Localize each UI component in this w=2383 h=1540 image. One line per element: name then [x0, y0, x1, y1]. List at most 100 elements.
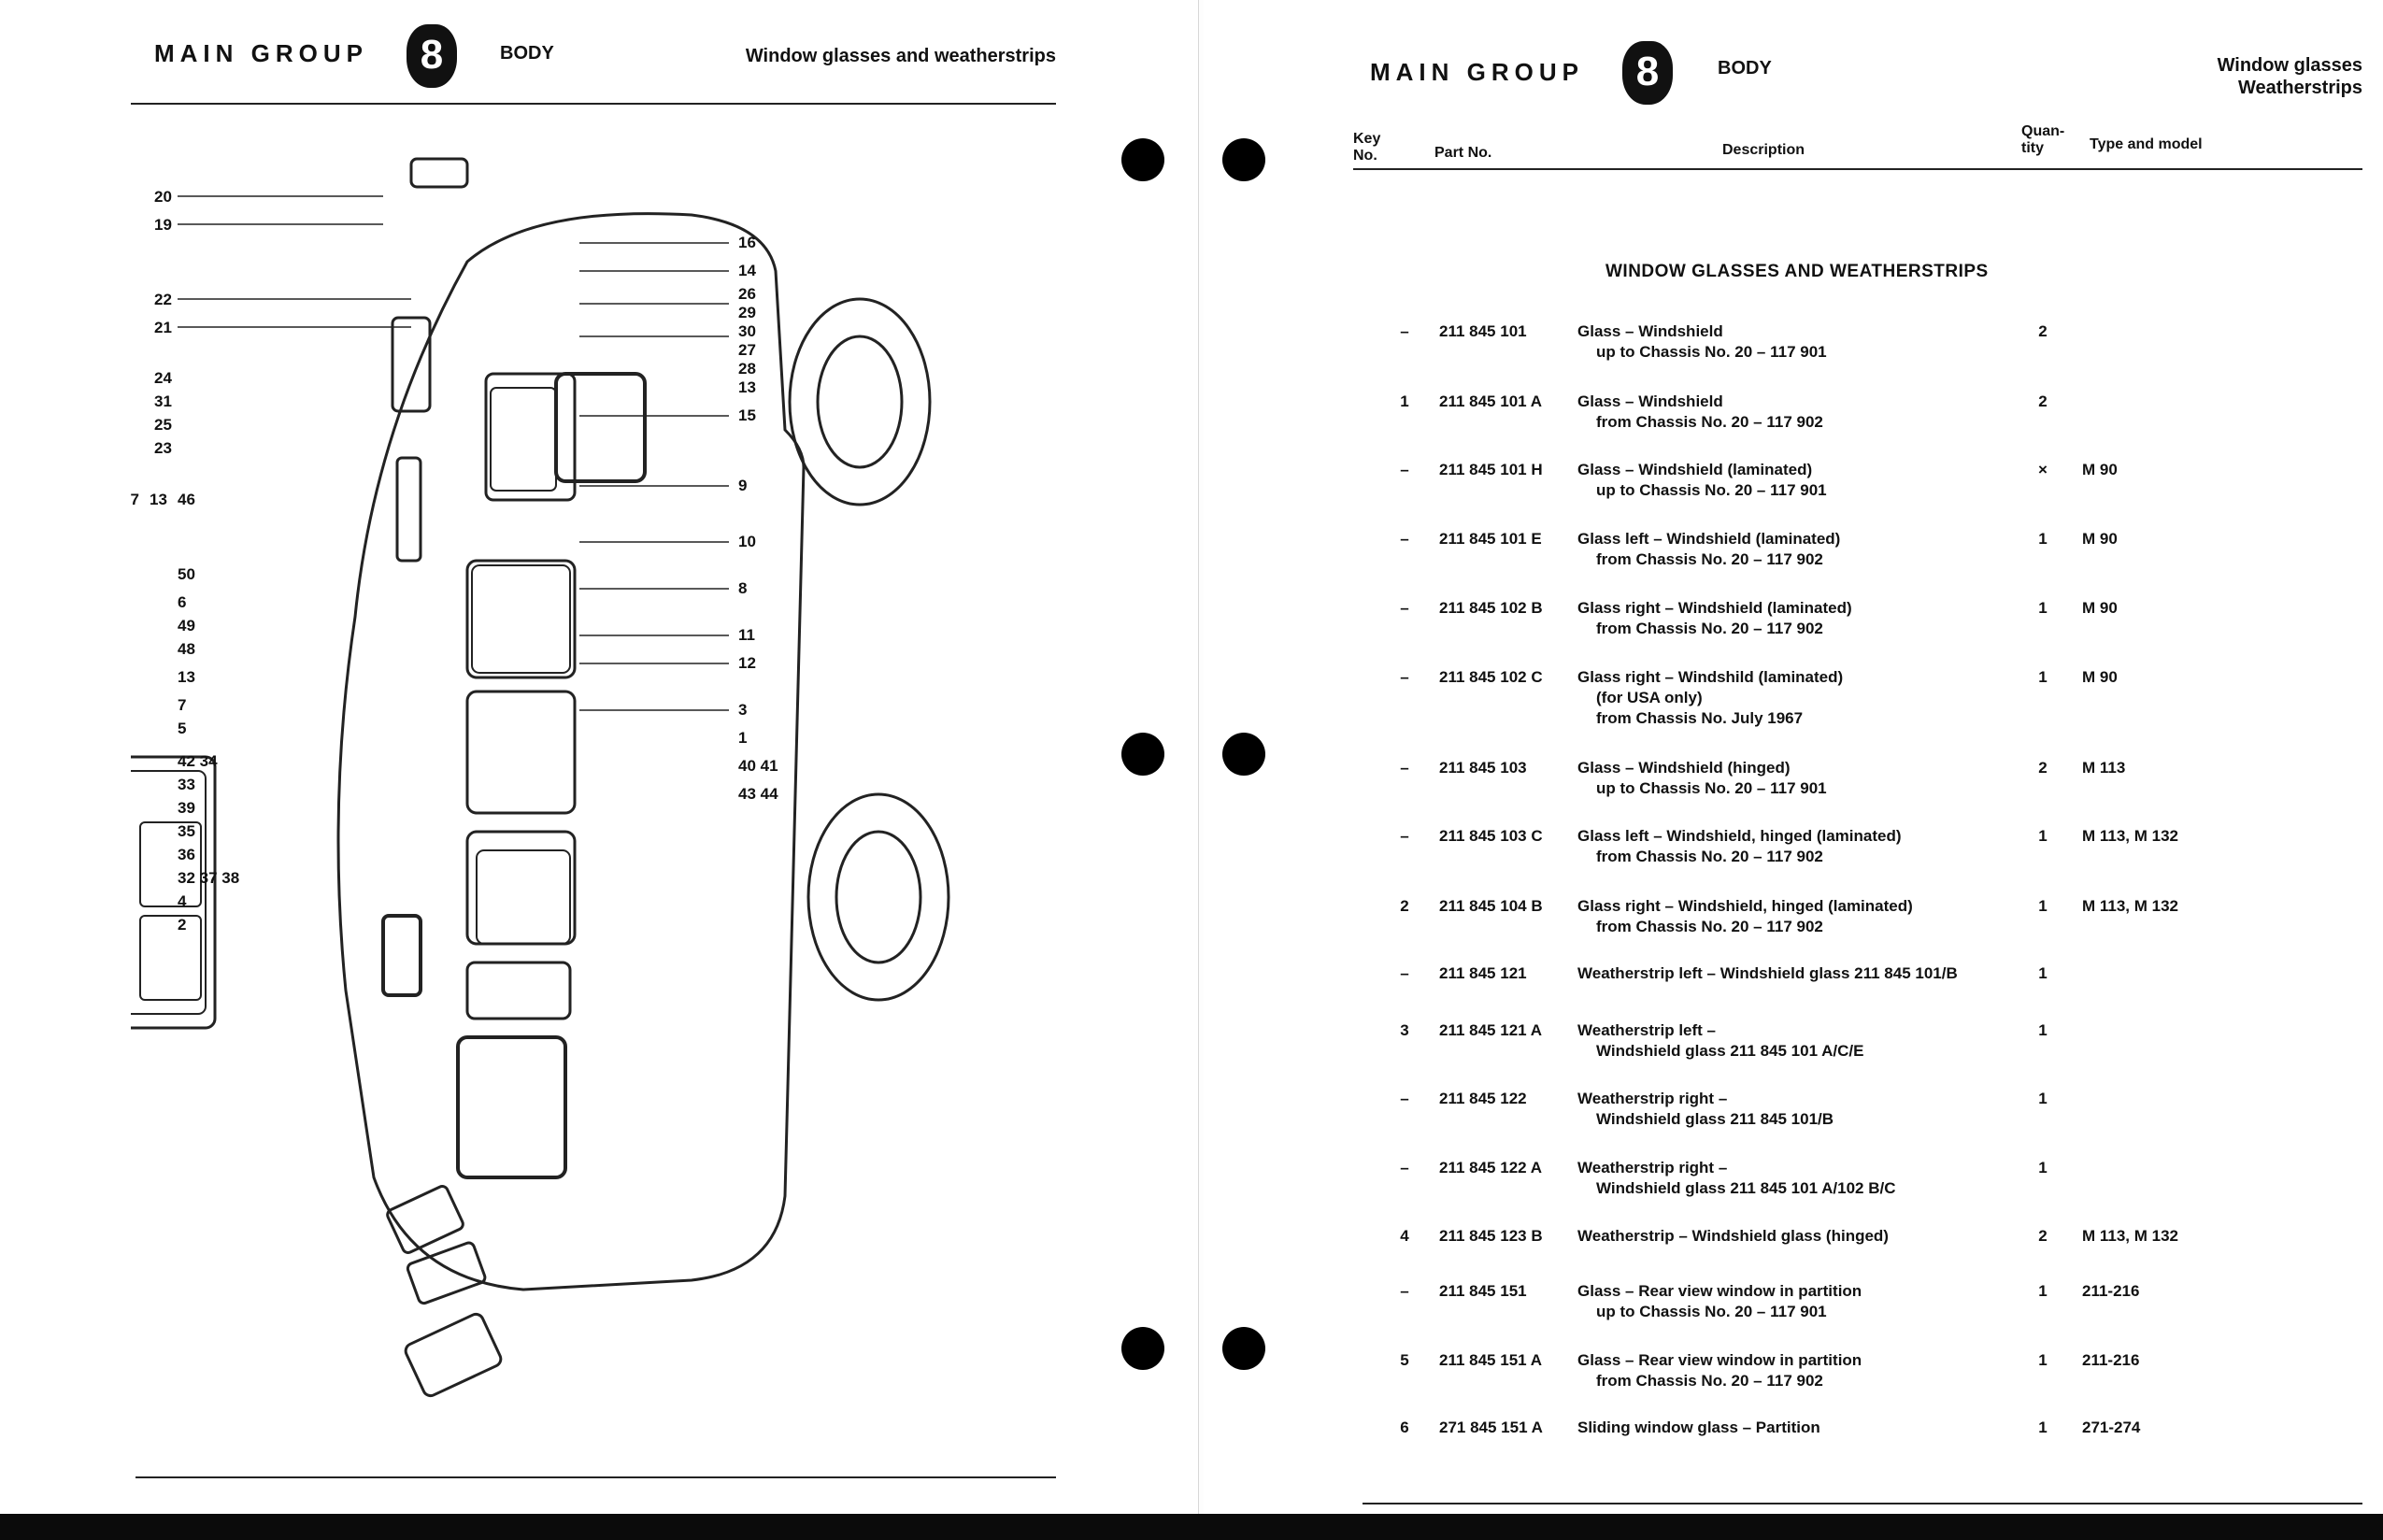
- quantity-cell: 1: [2038, 1351, 2048, 1369]
- binder-hole: [1121, 138, 1164, 181]
- description-cell: Weatherstrip right –: [1577, 1159, 1728, 1176]
- callout-13: 13: [150, 491, 167, 508]
- type-model-cell: 271-274: [2082, 1419, 2141, 1436]
- key-cell: –: [1400, 964, 1409, 982]
- quantity-cell: 1: [2038, 599, 2048, 617]
- binder-hole: [1222, 1327, 1265, 1370]
- description-subline: Windshield glass 211 845 101 A/102 B/C: [1596, 1179, 1896, 1197]
- description-cell: Glass left – Windshield (laminated): [1577, 530, 1841, 548]
- description-cell: Glass – Windshield: [1577, 322, 1723, 340]
- part-number-cell: 211 845 102 C: [1439, 668, 1543, 686]
- type-model-cell: 211-216: [2082, 1351, 2140, 1369]
- quarter-window: [395, 456, 422, 563]
- side-window-5: [456, 1035, 567, 1179]
- part-number-cell: 271 845 151 A: [1439, 1419, 1543, 1436]
- main-group-label: MAIN GROUP: [1370, 58, 1584, 86]
- part-number-cell: 211 845 123 B: [1439, 1227, 1543, 1245]
- callout-26: 26: [738, 285, 756, 303]
- description-subline: up to Chassis No. 20 – 117 901: [1596, 779, 1827, 797]
- part-number-cell: 211 845 101: [1439, 322, 1527, 340]
- callout-13c: 13: [738, 378, 756, 396]
- right-page: MAIN GROUP 8 BODY Window glasses Weather…: [1204, 0, 2383, 1514]
- footer-rule: [136, 1476, 1056, 1478]
- type-model-cell: M 113, M 132: [2082, 827, 2179, 845]
- group-number-badge: 8: [407, 24, 457, 88]
- part-number-cell: 211 845 151 A: [1439, 1351, 1542, 1369]
- part-number-cell: 211 845 101 A: [1439, 392, 1542, 410]
- callout-40-41: 40 41: [738, 757, 778, 775]
- part-number-cell: 211 845 121 A: [1439, 1021, 1542, 1039]
- main-group-label: MAIN GROUP: [154, 39, 368, 67]
- type-model-cell: M 113, M 132: [2082, 1227, 2179, 1245]
- section-title: WINDOW GLASSES AND WEATHERSTRIPS: [1605, 262, 1989, 281]
- quantity-cell: 1: [2038, 1021, 2048, 1039]
- van-body-outline: [336, 212, 806, 1291]
- callout-4: 4: [178, 892, 187, 910]
- binder-hole: [1222, 138, 1265, 181]
- callout-35: 35: [178, 822, 195, 840]
- callout-29: 29: [738, 304, 756, 321]
- description-subline: (for USA only): [1596, 689, 1703, 706]
- description-subline: up to Chassis No. 20 – 117 901: [1596, 481, 1827, 499]
- footer-rule: [1363, 1503, 2362, 1504]
- callout-1: 1: [738, 729, 747, 747]
- col-key: Key No.: [1353, 131, 1381, 164]
- callout-43-44: 43 44: [738, 785, 778, 803]
- window-glass-diagram: 17 18 20 19 22 21 24 31 25 23 45 47 13 4…: [89, 109, 950, 1398]
- header-rule: [1353, 168, 2362, 170]
- callout-23: 23: [154, 439, 172, 457]
- description-cell: Weatherstrip right –: [1577, 1090, 1728, 1107]
- callout-48: 48: [178, 640, 195, 658]
- callout-14: 14: [738, 262, 756, 279]
- callout-39: 39: [178, 799, 195, 817]
- callout-36: 36: [178, 846, 195, 863]
- part-number-cell: 211 845 122: [1439, 1090, 1527, 1107]
- key-cell: –: [1400, 1282, 1409, 1300]
- callout-32-37-38: 32 37 38: [178, 869, 239, 887]
- roof-vent: [409, 157, 469, 189]
- key-cell: –: [1400, 759, 1409, 777]
- part-number-cell: 211 845 151: [1439, 1282, 1527, 1300]
- description-cell: Glass – Rear view window in partition: [1577, 1351, 1862, 1369]
- header-rule: [131, 103, 1056, 105]
- description-cell: Glass – Windshield: [1577, 392, 1723, 410]
- description-subline: from Chassis No. 20 – 117 902: [1596, 1372, 1823, 1390]
- group-number-badge: 8: [1622, 41, 1673, 105]
- part-number-cell: 211 845 101 E: [1439, 530, 1542, 548]
- description-cell: Sliding window glass – Partition: [1577, 1419, 1820, 1436]
- description-subline: Windshield glass 211 845 101 A/C/E: [1596, 1042, 1864, 1060]
- callout-47: 47: [131, 491, 139, 508]
- callout-13b: 13: [178, 668, 195, 686]
- callout-20: 20: [154, 188, 172, 206]
- vent-window: [391, 316, 432, 413]
- key-cell: 3: [1400, 1021, 1409, 1039]
- side-window-3: [465, 830, 577, 946]
- key-cell: –: [1400, 1090, 1409, 1107]
- description-subline: up to Chassis No. 20 – 117 901: [1596, 1303, 1827, 1320]
- callout-31: 31: [154, 392, 172, 410]
- quantity-cell: 1: [2038, 827, 2048, 845]
- page-title-line2: Weatherstrips: [2237, 78, 2362, 98]
- quantity-cell: 1: [2038, 1419, 2048, 1436]
- callout-21: 21: [154, 319, 172, 336]
- windshield-glass-right: [554, 372, 647, 483]
- key-cell: –: [1400, 827, 1409, 845]
- key-cell: 6: [1400, 1419, 1409, 1436]
- side-window-1: [465, 559, 577, 679]
- type-model-cell: 211-216: [2082, 1282, 2140, 1300]
- quantity-cell: 2: [2038, 392, 2048, 410]
- type-model-cell: M 90: [2082, 599, 2118, 617]
- description-cell: Weatherstrip left – Windshield glass 211…: [1577, 964, 1958, 982]
- page-spine: [1198, 0, 1205, 1540]
- part-number-cell: 211 845 101 H: [1439, 461, 1543, 478]
